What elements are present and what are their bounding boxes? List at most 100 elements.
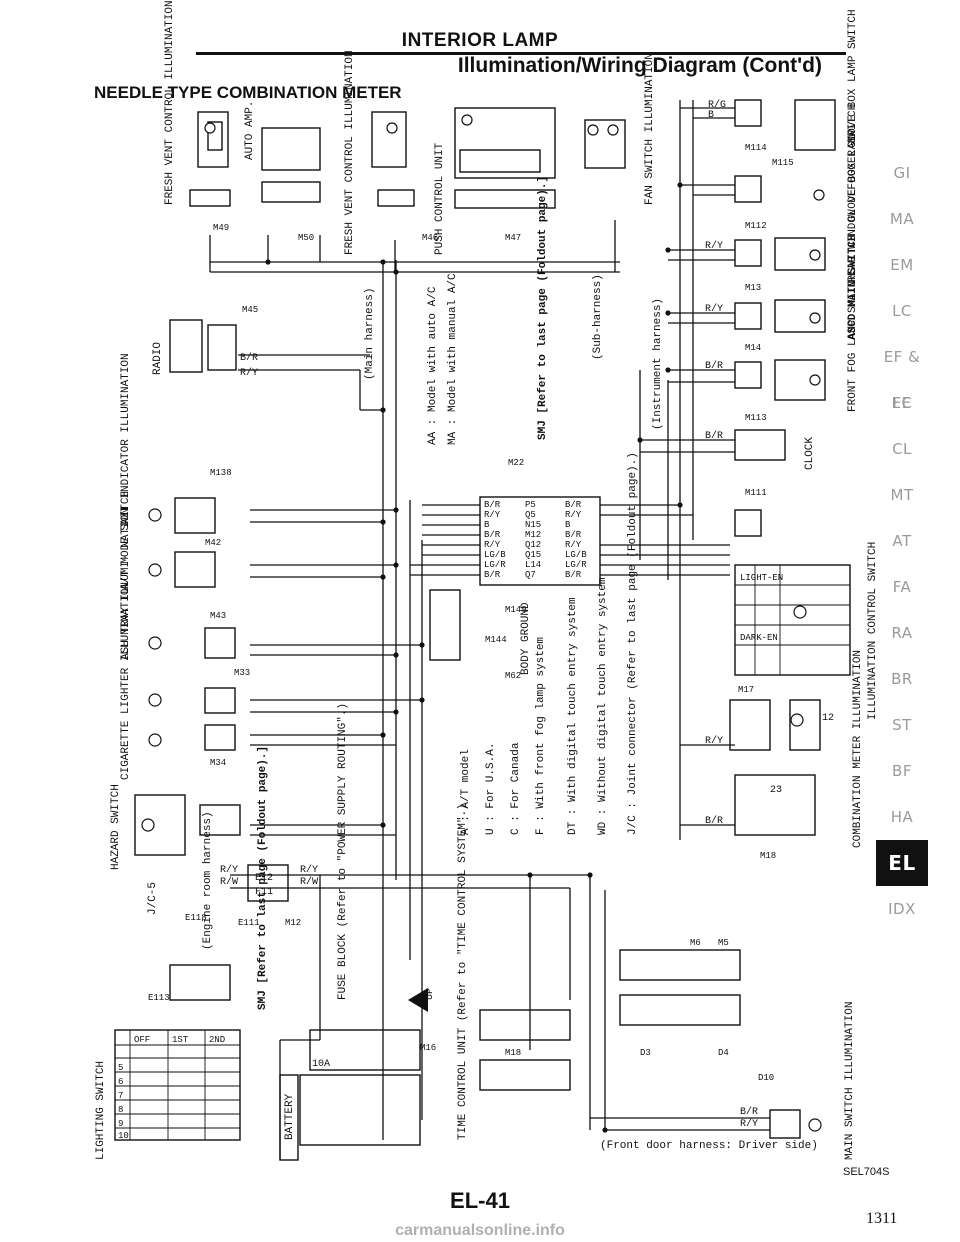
page-number: 1311 <box>866 1210 898 1227</box>
m49-connector <box>189 189 231 207</box>
tab-st[interactable]: ST <box>892 716 912 734</box>
battery <box>279 1074 299 1161</box>
tab-em[interactable]: EM <box>890 256 914 274</box>
tab-fa[interactable]: FA <box>892 578 912 596</box>
legend-dt: DT : With digital touch entry system <box>567 597 579 835</box>
tab-bf[interactable]: BF <box>892 762 912 780</box>
jc-left-5: LG/B <box>484 550 506 560</box>
conn-d3: D3 <box>640 1048 651 1058</box>
tab-at[interactable]: AT <box>892 532 912 550</box>
conn-e118: E118 <box>185 913 207 923</box>
wire-b: B <box>708 110 714 121</box>
m114-connector <box>734 99 762 127</box>
label-fuse-block: FUSE BLOCK (Refer to "POWER SUPPLY ROUTI… <box>337 703 349 1000</box>
label-at-mode: A/T MODE SWITCH <box>120 491 132 590</box>
tab-mt[interactable]: MT <box>890 486 914 504</box>
lt-row-4: 9 <box>118 1119 123 1129</box>
up-arrow-icon <box>408 988 428 1012</box>
label-smj: SMJ [Refer to last page (Foldout page).] <box>537 176 549 440</box>
watermark: carmanualsonline.info <box>395 1222 565 1239</box>
jc-mid-2: N15 <box>525 520 541 530</box>
conn-m18b: M18 <box>760 851 776 861</box>
conn-m6: M6 <box>690 938 701 948</box>
wire-ry-door: R/Y <box>740 1118 758 1130</box>
jc-right-2: B <box>565 520 571 530</box>
lighting-switch-table <box>114 1029 241 1141</box>
wire-ry-fuse2: R/Y <box>300 864 318 876</box>
front-fog-switch <box>774 359 826 401</box>
legend-jc: J/C : Joint connector (Refer to last pag… <box>627 452 639 835</box>
tab-lc[interactable]: LC <box>892 302 912 320</box>
jc-mid-3: M12 <box>525 530 541 540</box>
tab-ra[interactable]: RA <box>891 624 913 642</box>
label-fresh-vent2: FRESH VENT CONTROL ILLUMINATION <box>344 50 356 255</box>
label-front-fog: FRONT FOG LAMP SWITCH <box>847 273 859 412</box>
wire-rw-fuse2: R/W <box>300 876 318 888</box>
tab-br[interactable]: BR <box>891 670 913 688</box>
conn-m62: M62 <box>505 671 521 681</box>
figure-ref-code: SEL704S <box>843 1166 890 1178</box>
conn-e113: E113 <box>148 993 170 1003</box>
legend-u: U : For U.S.A. <box>485 743 497 835</box>
label-rear-defogger: REAR WINDOW DEFOGGER SWITCH <box>847 104 859 282</box>
page-id: EL-41 <box>450 1188 510 1213</box>
label-jc5: J/C-5 <box>147 882 159 915</box>
legend-ma: MA : Model with manual A/C <box>447 273 459 445</box>
label-clock: CLOCK <box>804 437 816 470</box>
conn-m50: M50 <box>298 233 314 243</box>
legend-a: A : A/T model <box>460 749 472 835</box>
connector-ids: M49 M50 M47 M46 M45 M138 M42 M43 M33 M34… <box>148 143 794 1083</box>
legend-c: C : For Canada <box>510 742 522 835</box>
label-glove-lamp: GLOVE BOX LAMP <box>847 129 859 222</box>
tab-fe[interactable]: FE <box>892 394 912 412</box>
conn-m112: M112 <box>745 221 767 231</box>
tab-gi[interactable]: GI <box>893 164 911 182</box>
conn-m49: M49 <box>213 223 229 233</box>
legend-f: F : With front fog lamp system <box>535 637 547 835</box>
tab-ma[interactable]: MA <box>889 210 915 228</box>
section-title: NEEDLE TYPE COMBINATION METER <box>94 83 402 102</box>
conn-m47: M47 <box>505 233 521 243</box>
jc-mid-1: Q5 <box>525 510 536 520</box>
conn-m46: M46 <box>422 233 438 243</box>
fan-switch-connector <box>584 119 626 169</box>
jc-right-1: R/Y <box>565 510 582 520</box>
jc-right-6: LG/R <box>565 560 587 570</box>
rear-defogger-switch <box>774 237 826 271</box>
auto-amp-connector <box>261 127 321 171</box>
main-switch-connector <box>769 1109 801 1139</box>
label-smj2: SMJ [Refer to last page (Foldout page).] <box>257 746 269 1010</box>
tab-ha[interactable]: HA <box>890 808 914 826</box>
body-ground-block <box>429 589 461 661</box>
label-fresh-vent: FRESH VENT CONTROL ILLUMINATION <box>164 0 176 205</box>
conn-m113: M113 <box>745 413 767 423</box>
tab-idx[interactable]: IDX <box>888 900 916 918</box>
conn-m14: M14 <box>745 343 761 353</box>
label-instrument-harness: (Instrument harness) <box>652 298 664 430</box>
wire-ry-1: R/Y <box>705 240 723 252</box>
legend-wd: WD : Without digital touch entry system <box>597 577 609 835</box>
label-lighting-switch: LIGHTING SWITCH <box>95 1061 107 1160</box>
fuse-value: 10A <box>312 1059 330 1070</box>
fresh-vent-connector <box>197 111 229 168</box>
glove-box-switch <box>794 99 836 151</box>
label-fan-switch: FAN SWITCH ILLUMINATION <box>644 53 656 205</box>
wire-ry-fuse: R/Y <box>220 864 238 876</box>
label-body-ground: BODY GROUND <box>520 602 532 675</box>
up-label: UP <box>425 988 436 1000</box>
tab-ef-ec[interactable]: EF & EC <box>883 348 921 412</box>
it-col-1: DARK-EN <box>740 633 778 643</box>
label-front-door: (Front door harness: Driver side) <box>600 1140 818 1152</box>
lt-row-5: 10 <box>118 1131 129 1141</box>
lt-head-2: 2ND <box>209 1035 225 1045</box>
label-engine-harness: (Engine room harness) <box>202 811 214 950</box>
label-glove-switch: GLOVE BOX LAMP SWITCH <box>847 9 859 148</box>
conn-d4: D4 <box>718 1048 729 1058</box>
fresh-vent2-connector <box>371 111 407 168</box>
label-illum-control: ILLUMINATION CONTROL SWITCH <box>867 542 879 720</box>
tab-cl[interactable]: CL <box>892 440 912 458</box>
conn-m45: M45 <box>242 305 258 315</box>
label-push-control: PUSH CONTROL UNIT <box>434 142 446 255</box>
illumination-control-switch <box>734 564 851 676</box>
tab-el[interactable]: EL <box>876 840 928 886</box>
